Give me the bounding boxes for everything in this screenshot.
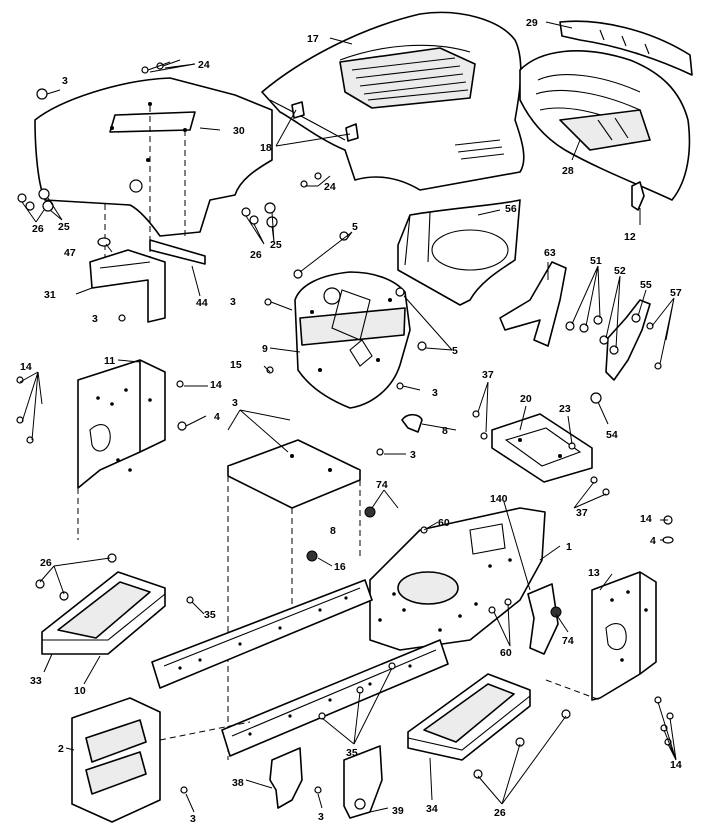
side-panel-part-13 — [591, 571, 657, 701]
callout-26: 26 — [494, 807, 506, 819]
callout-28: 28 — [562, 165, 574, 177]
callout-37: 37 — [482, 369, 494, 381]
callout-5: 5 — [452, 345, 458, 357]
callout-34: 34 — [426, 803, 438, 815]
callout-13: 13 — [588, 567, 600, 579]
callout-14: 14 — [640, 513, 652, 525]
callout-60: 60 — [500, 647, 512, 659]
bracket-part-38 — [269, 747, 303, 809]
callout-3: 3 — [232, 397, 238, 409]
callout-24: 24 — [324, 181, 336, 193]
callout-14: 14 — [670, 759, 682, 771]
callout-24: 24 — [198, 59, 210, 71]
callout-3: 3 — [92, 313, 98, 325]
chassis-frame-part-1 — [369, 507, 546, 651]
callout-140: 140 — [490, 493, 508, 505]
callout-51: 51 — [590, 255, 602, 267]
callout-33: 33 — [30, 675, 42, 687]
battery-tray-part-6 — [227, 439, 361, 760]
shroud-part-56 — [397, 199, 521, 306]
callout-57: 57 — [670, 287, 682, 299]
callout-3: 3 — [318, 811, 324, 823]
callout-18: 18 — [260, 142, 272, 154]
callout-12: 12 — [624, 231, 636, 243]
callout-6: 8 — [330, 525, 336, 537]
callout-26: 26 — [32, 223, 44, 235]
callout-26: 26 — [250, 249, 262, 261]
bracket-part-63 — [499, 261, 567, 347]
callout-2: 2 — [58, 743, 64, 755]
callout-17: 17 — [307, 33, 319, 45]
bracket-part-55 — [605, 299, 651, 381]
callout-4: 4 — [650, 535, 656, 547]
callout-3: 3 — [190, 813, 196, 825]
callout-3: 3 — [230, 296, 236, 308]
callout-38: 38 — [232, 777, 244, 789]
side-panel-part-11 — [77, 359, 166, 540]
dash-panel-part — [34, 77, 273, 262]
callout-3: 3 — [62, 75, 68, 87]
callout-11: 11 — [104, 355, 115, 367]
callout-37: 37 — [576, 507, 588, 519]
callout-8: 8 — [442, 425, 448, 437]
callout-31: 31 — [44, 289, 56, 301]
callout-3: 3 — [432, 387, 438, 399]
callout-56: 56 — [505, 203, 517, 215]
callout-9: 9 — [262, 343, 268, 355]
hood-part — [261, 11, 525, 191]
callout-4: 4 — [214, 411, 220, 423]
callout-10: 10 — [74, 685, 86, 697]
callout-15: 15 — [230, 359, 242, 371]
callout-3: 3 — [410, 449, 416, 461]
callout-63: 63 — [544, 247, 556, 259]
callout-5: 5 — [352, 221, 358, 233]
grommet-part-47 — [97, 237, 111, 247]
callout-55: 55 — [640, 279, 652, 291]
leader-lines — [19, 21, 677, 813]
cable-clamp-part-8 — [401, 413, 423, 433]
footrest-part-34 — [407, 673, 531, 761]
steering-support-part-9 — [294, 271, 411, 409]
callout-47: 47 — [64, 247, 76, 259]
footrest-part-33 — [41, 571, 166, 655]
grille-part — [519, 50, 691, 201]
callout-16: 16 — [334, 561, 346, 573]
callout-14: 14 — [210, 379, 222, 391]
bracket-part-31 — [89, 249, 166, 323]
bracket-part-140 — [527, 583, 559, 655]
callout-25: 25 — [270, 239, 282, 251]
bumper-part — [559, 20, 693, 76]
callout-44: 44 — [196, 297, 208, 309]
callout-14: 14 — [20, 361, 32, 373]
callout-23: 23 — [559, 403, 571, 415]
callout-1: 1 — [566, 541, 572, 553]
callout-74: 74 — [562, 635, 574, 647]
callout-39: 39 — [392, 805, 404, 817]
callout-30: 30 — [233, 125, 245, 137]
callout-60: 60 — [438, 517, 450, 529]
bracket-part-44 — [149, 239, 206, 265]
frame-rail-left — [151, 579, 373, 689]
bracket-part-20 — [491, 413, 593, 483]
callout-35: 35 — [346, 747, 358, 759]
callout-29: 29 — [526, 17, 538, 29]
callout-54: 54 — [606, 429, 618, 441]
plate-part-2 — [71, 697, 161, 823]
callout-labels: 17 29 3 24 30 18 28 24 26 25 26 25 56 12… — [20, 17, 682, 825]
callout-25: 25 — [58, 221, 70, 233]
callout-20: 20 — [520, 393, 532, 405]
callout-52: 52 — [614, 265, 626, 277]
callout-26: 26 — [40, 557, 52, 569]
latch-part-12 — [631, 181, 645, 211]
callout-35: 35 — [204, 609, 216, 621]
callout-74: 74 — [376, 479, 388, 491]
